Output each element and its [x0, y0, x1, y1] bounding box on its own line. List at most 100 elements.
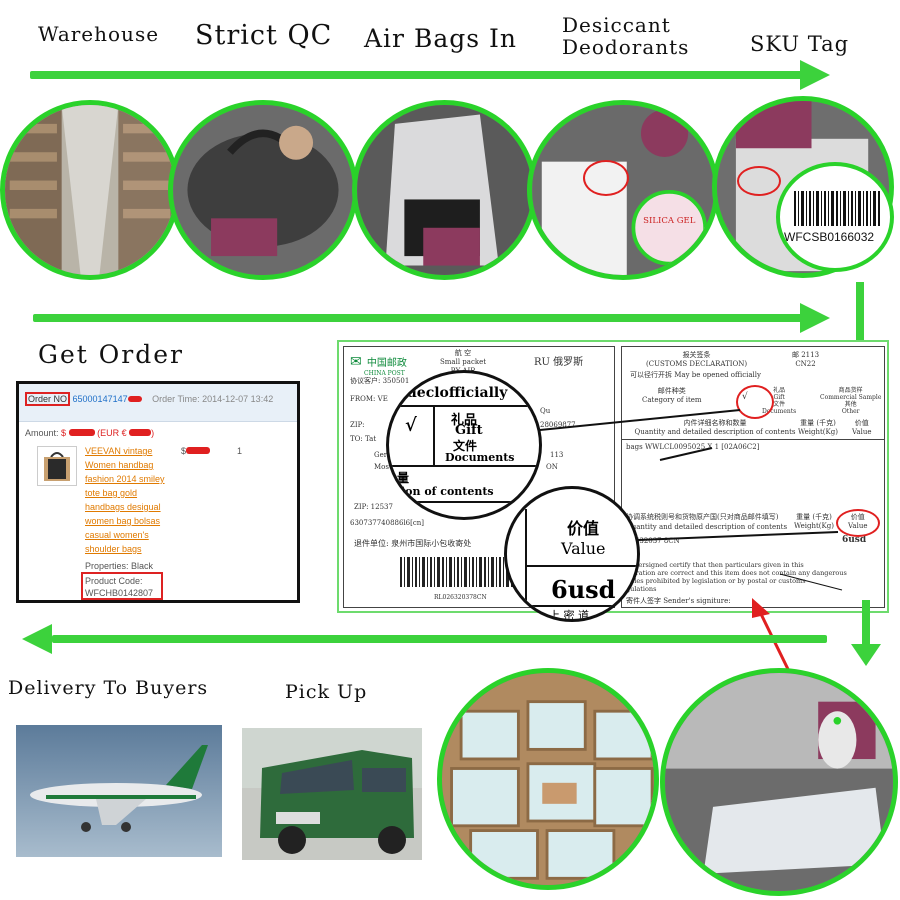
- tracking-number: 630737740886l6[cn]: [350, 519, 425, 527]
- to-row: TO: Tat: [350, 435, 376, 444]
- hs-line: 协调系统税则号和货物原产国(只对商品邮件填写): [626, 513, 779, 521]
- magnifier-gift-cn: 礼品: [451, 413, 478, 428]
- step-label-strict-qc: Strict QC: [195, 20, 333, 51]
- divider-line: [622, 439, 884, 440]
- contents-line: bags WWLCL0095025 X 1 [02A06C2]: [626, 443, 760, 451]
- other-en: Other: [841, 408, 860, 415]
- gift-check-ring: [736, 385, 774, 419]
- item-title-line[interactable]: Women handbag: [85, 460, 154, 470]
- air-bags-photo: [352, 100, 537, 280]
- order-no-redacted: [127, 396, 142, 402]
- process-arrow-3: [52, 635, 827, 643]
- gift-en-small: Gift: [773, 394, 785, 401]
- magnifier2-usd: 6usd: [551, 575, 616, 604]
- step-label-desiccant: Desiccant Deodorants: [562, 13, 690, 59]
- item-title-line[interactable]: handbags desigual: [85, 502, 161, 512]
- arrow-head-2-icon: [800, 303, 830, 333]
- product-code-label: Product Code:: [85, 576, 143, 586]
- declaration-post: 邮 2113 CN22: [792, 351, 820, 368]
- van-photo: [242, 728, 422, 860]
- item-title-line[interactable]: tote bag gold: [85, 488, 138, 498]
- qu-text: Qu: [540, 407, 551, 415]
- destination-text: RU 俄罗斯: [534, 357, 584, 368]
- sample-cn: 商品货样: [838, 387, 863, 394]
- zip-label: ZIP:: [350, 421, 365, 429]
- magnifier-docs-en: Documents: [445, 451, 515, 464]
- item-title[interactable]: VEEVAN vintage Women handbag fashion 201…: [85, 444, 185, 556]
- from-label: FROM:: [350, 395, 376, 403]
- item-properties: Properties: Black: [85, 561, 154, 571]
- step-label-sku-tag: SKU Tag: [750, 32, 850, 56]
- declaration-title: 报关签条 (CUSTOMS DECLARATION): [646, 351, 748, 368]
- mos-text: Mos: [374, 463, 389, 471]
- sample-en: Commercial Sample: [820, 394, 882, 401]
- docs-cn-small: 文件: [773, 401, 786, 408]
- magnifier2-grid-h: [525, 565, 637, 567]
- magnifier-check: √: [405, 415, 417, 436]
- item-thumbnail[interactable]: [37, 446, 77, 486]
- packed-boxes-photo: [437, 668, 659, 890]
- down-arrow-2-shaft: [862, 600, 870, 648]
- down-arrow-2-head-icon: [851, 644, 881, 666]
- quantity-line: Quantity and detailed description of con…: [626, 523, 788, 531]
- magnifier-grid-h2: [389, 465, 539, 467]
- from-row: FROM: VE: [350, 395, 388, 404]
- step-label-warehouse: Warehouse: [38, 22, 160, 46]
- sender-value: 350501: [382, 377, 410, 385]
- svg-text:SILICA GEL: SILICA GEL: [643, 216, 696, 226]
- china-post-logo: ✉ 中国邮政 CHINA POST: [350, 354, 407, 377]
- magnifier2-value-en: Value: [561, 539, 606, 558]
- contents-header: 内件详细名称和数量 Quantity and detailed descript…: [630, 419, 800, 437]
- gift-docs-small: 礼品 Gift 文件 Documents: [762, 387, 796, 415]
- item-title-line[interactable]: shoulder bags: [85, 544, 142, 554]
- item-title-line[interactable]: women bag bolsas: [85, 516, 161, 526]
- zip-row: ZIP:: [350, 421, 364, 430]
- product-code-value: WFCHB0142807: [85, 588, 154, 598]
- amount-label: Amount:: [25, 428, 59, 438]
- warehouse-photo: [0, 100, 180, 280]
- order-header: Order NO 65000147147 Order Time: 2014-12…: [19, 384, 297, 422]
- item-title-line[interactable]: VEEVAN vintage: [85, 446, 153, 456]
- opened-text: 可以径行开拆 May be opened officially: [630, 371, 761, 379]
- ger-text: Ger: [374, 451, 388, 459]
- zip-value: 28069877: [540, 421, 576, 429]
- magnifier2-value-cn: 价值: [567, 519, 600, 538]
- magnifier-gift: declofficially √ 礼品 Gift 文件 Documents 量 …: [386, 370, 542, 520]
- magnifier-grid-v1: [433, 405, 435, 465]
- arrow-head-3-icon: [22, 624, 52, 654]
- magnifier-docs-cn: 文件: [453, 439, 478, 453]
- amount-row: Amount: $ (EUR € ): [25, 428, 155, 438]
- process-arrow-2: [33, 314, 813, 322]
- order-no-value[interactable]: 65000147147: [72, 394, 128, 404]
- item-title-line[interactable]: casual women's: [85, 530, 149, 540]
- num-113: 113: [550, 451, 564, 459]
- certify-text: undersigned certify that then particular…: [626, 561, 847, 593]
- reference-line: 02632037 8CN: [626, 537, 680, 545]
- product-code-box: Product Code: WFCHB0142807: [81, 572, 163, 600]
- on-text: ON: [546, 463, 558, 471]
- sku-barcode-inset: WFCSB0166032: [776, 162, 894, 272]
- sender-row: 协议客户: 350501: [350, 377, 409, 386]
- get-order-title: Get Order: [38, 340, 184, 369]
- item-price: $: [181, 446, 211, 456]
- contents-cn: 内件详细名称和数量: [683, 419, 747, 427]
- category-en: Category of item: [642, 396, 702, 404]
- scanning-photo: [660, 668, 898, 896]
- item-title-line[interactable]: fashion 2014 smiley: [85, 474, 165, 484]
- six-usd-small: 6usd: [842, 535, 867, 545]
- category-text: 邮件种类 Category of item: [642, 387, 702, 405]
- zip2-text: ZIP: 12537: [354, 503, 393, 511]
- shipping-barcode: [400, 557, 513, 587]
- gift-cn-small: 礼品: [773, 387, 786, 394]
- process-arrow-1: [30, 71, 815, 79]
- magnifier-grid-h3: [389, 501, 539, 503]
- order-time-value: 2014-12-07 13:42: [202, 394, 274, 404]
- item-price-symbol: $: [181, 446, 187, 456]
- docs-en-small: Documents: [762, 408, 797, 415]
- desiccant-highlight-ring: [583, 160, 629, 196]
- signature-line: 寄件人签字 Sender's signiture:: [626, 597, 731, 605]
- order-panel: Order NO 65000147147 Order Time: 2014-12…: [16, 381, 300, 603]
- item-price-redacted: [186, 447, 211, 454]
- customs-declaration: 报关签条 (CUSTOMS DECLARATION) 邮 2113 CN22 可…: [621, 346, 885, 608]
- weight-header: 重量 (千克) Weight(Kg): [798, 419, 838, 436]
